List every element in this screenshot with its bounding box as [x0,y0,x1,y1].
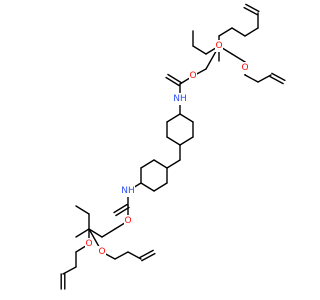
oxygen-label-bottom-ester-background [124,215,132,227]
bond-line [101,228,116,238]
bond-line [269,75,284,85]
oxygen-label-top-ether-background [215,40,223,52]
oxygen-label-bottom-ether-text: O [85,239,92,249]
bond-line [231,53,246,63]
bond-line [141,252,156,262]
oxygen-label-bottom-ether-2-text: O [98,247,105,257]
bond-line [115,206,130,217]
oxygen-label-bottom-ether-2: O [98,246,106,258]
bond-line [167,73,182,84]
oxygen-label-bottom-ether-2-background [98,246,106,258]
bond-line [75,228,90,238]
bond-line [218,27,233,37]
bond-line [257,74,272,83]
bond-line [244,74,259,83]
oxygen-label-top-ester-background [189,70,197,82]
nitrogen-label-top-text: NH [173,94,187,104]
bond-line [114,251,129,260]
bond-line [139,249,154,259]
bond-line [166,159,181,169]
bond-line [88,228,103,238]
oxygen-label-bottom-ether: O [85,238,93,250]
bond-line [179,136,194,146]
bond-line [231,27,246,37]
bond-line [113,203,128,214]
oxygen-label-top-ether-2-text: O [241,63,248,73]
bond-line [166,113,181,123]
bond-line [62,266,77,275]
bond-line [153,159,168,169]
bond-line [127,251,142,260]
bond-line [179,113,194,123]
bond-line [244,27,259,37]
nitrogen-label-top-background [173,93,187,105]
oxygen-label-top-ether: O [215,40,223,52]
oxygen-label-bottom-ester-text: O [124,216,131,226]
bond-line [192,45,207,55]
nitrogen-label-bottom-text: NH [121,186,135,196]
bond-line [271,72,286,82]
oxygen-label-top-ether-2: O [241,62,249,74]
bond-line [166,136,181,146]
oxygen-label-bottom-ester: O [124,215,132,227]
bond-line [153,182,168,192]
oxygen-label-top-ether-text: O [215,41,222,51]
nitrogen-label-top: NH [173,93,187,105]
oxygen-label-top-ester-text: O [189,71,196,81]
oxygen-label-bottom-ether-background [85,238,93,250]
oxygen-label-top-ester: O [189,70,197,82]
bond-lines [60,3,286,290]
bond-line [245,3,260,13]
bond-line [75,205,90,215]
bond-line [243,6,258,16]
bond-line [140,159,155,169]
bond-line [140,182,155,192]
nitrogen-label-bottom: NH [121,185,135,197]
nitrogen-label-bottom-background [121,185,135,197]
bond-line [165,76,180,87]
oxygen-label-top-ether-2-background [241,62,249,74]
